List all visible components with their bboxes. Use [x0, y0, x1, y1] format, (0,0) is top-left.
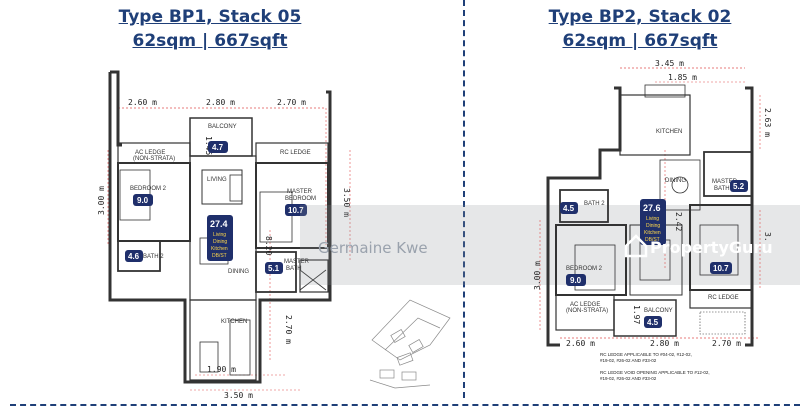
- right-balcony-label: BALCONY: [644, 308, 673, 314]
- left-bath2-area: 4.6: [128, 252, 140, 261]
- left-master-bedroom-area: 10.7: [288, 206, 304, 215]
- left-balcony-label: BALCONY: [208, 124, 237, 130]
- left-dim-left: 3.00 m: [97, 186, 106, 215]
- left-highlight-l2: Dining: [213, 239, 227, 245]
- right-plan-size: 62sqm | 667sqft: [562, 31, 718, 51]
- propertyguru-logo: PropertyGuru: [624, 234, 773, 258]
- right-highlight-l3: Kitchen: [644, 230, 661, 236]
- left-dim-top-2: 2.80 m: [206, 98, 235, 107]
- right-kitchen-label: KITCHEN: [656, 129, 682, 135]
- right-dim-right: 3.: [763, 232, 772, 242]
- left-rc-ledge-label: RC LEDGE: [280, 150, 311, 156]
- left-living-label: LIVING: [207, 177, 227, 183]
- left-dining-label: DINING: [228, 269, 249, 275]
- left-dim-center: 8.20: [264, 236, 273, 255]
- right-plan-title: Type BP2, Stack 02: [548, 7, 732, 27]
- left-highlight-l3: Kitchen: [211, 246, 228, 252]
- right-dim-right-top: 2.63 m: [763, 108, 772, 137]
- right-highlight-l1: Living: [646, 216, 659, 222]
- right-ac-ledge-label: AC LEDGE: [570, 302, 600, 308]
- left-master-bath-label: MASTER: [284, 259, 310, 265]
- left-floor-plan: [107, 70, 351, 391]
- left-dim-bottom-1: 1.90 m: [207, 365, 236, 374]
- left-highlight-value: 27.4: [210, 219, 228, 229]
- right-dim-bottom-1: 2.60 m: [566, 339, 595, 348]
- right-master-bath-label: MASTER: [712, 179, 738, 185]
- left-highlight-l4: DB/ST: [212, 253, 227, 259]
- right-highlight-l2: Dining: [646, 223, 660, 229]
- right-master-bath-area: 5.2: [733, 182, 745, 191]
- right-note-3: RC LEDGE VOID OPENING APPLICABLE TO #12-…: [600, 370, 710, 375]
- right-highlight-l4: DB/ST: [645, 237, 660, 243]
- right-plan-labels: 3.45 m 1.85 m 2.63 m 3.00 m 3. 2.42 1.97…: [533, 59, 772, 381]
- right-master-bath-label-2: BATH: [714, 186, 730, 192]
- left-bedroom2-area: 9.0: [137, 196, 149, 205]
- right-bath2-label: BATH 2: [584, 201, 605, 207]
- left-dim-right: 3.50 m: [342, 188, 351, 217]
- house-icon: [624, 234, 648, 258]
- left-dim-top-3: 2.70 m: [277, 98, 306, 107]
- left-kitchen-label: KITCHEN: [221, 319, 247, 325]
- right-bedroom2-area: 9.0: [570, 276, 582, 285]
- left-plan-labels: 2.60 m 2.80 m 2.70 m 1.90 m 3.50 m 3.00 …: [97, 98, 351, 400]
- site-key-plan: [369, 299, 451, 389]
- left-balcony-area: 4.7: [212, 143, 224, 152]
- plan-divider: [463, 0, 465, 398]
- right-bedroom-area: 10.7: [713, 264, 729, 273]
- right-dim-center: 2.42: [674, 212, 683, 231]
- left-dim-top-1: 2.60 m: [128, 98, 157, 107]
- bottom-divider: [10, 404, 800, 406]
- right-dim-balcony: 1.97: [632, 305, 641, 324]
- watermark-right: PropertyGuru: [650, 238, 773, 257]
- left-ac-ledge-label: AC LEDGE: [135, 150, 165, 156]
- right-note-2: #19-02, #26-02 AND #33-02: [600, 358, 657, 363]
- left-master-bath-label-2: BATH: [286, 266, 302, 272]
- left-dim-kitchen: 2.70 m: [284, 315, 293, 344]
- left-highlight-l1: Living: [213, 232, 226, 238]
- right-dim-bottom-2: 2.80 m: [650, 339, 679, 348]
- right-bedroom2-label: BEDROOM 2: [566, 266, 603, 272]
- left-bath2-label: BATH 2: [143, 254, 164, 260]
- right-dim-top-sub: 1.85 m: [668, 73, 697, 82]
- left-master-bedroom-label: MASTER: [287, 189, 313, 195]
- right-balcony-area: 4.5: [647, 318, 659, 327]
- left-master-bath-area: 5.1: [268, 264, 280, 273]
- right-dim-left: 3.00 m: [533, 261, 542, 290]
- right-dim-bottom-3: 2.70 m: [712, 339, 741, 348]
- right-note-4: #19-02, #26-02 AND #33-02: [600, 376, 657, 381]
- right-dining-label: DINING: [665, 178, 686, 184]
- left-plan-size: 62sqm | 667sqft: [132, 31, 288, 51]
- right-dim-top-total: 3.45 m: [655, 59, 684, 68]
- watermark-left: Germaine Kwe: [318, 239, 428, 257]
- left-plan-title: Type BP1, Stack 05: [118, 7, 302, 27]
- right-rc-ledge-label: RC LEDGE: [708, 295, 739, 301]
- left-bedroom2-label: BEDROOM 2: [130, 186, 167, 192]
- left-non-strata-label: (NON-STRATA): [133, 156, 175, 162]
- right-note-1: RC LEDGE APPLICABLE TO #04-02, #12-02,: [600, 352, 692, 357]
- right-bath2-area: 4.5: [563, 204, 575, 213]
- right-non-strata-label: (NON-STRATA): [566, 308, 608, 314]
- right-highlight-value: 27.6: [643, 203, 661, 213]
- left-master-bedroom-label-2: BEDROOM: [285, 196, 316, 202]
- left-dim-bottom-2: 3.50 m: [224, 391, 253, 400]
